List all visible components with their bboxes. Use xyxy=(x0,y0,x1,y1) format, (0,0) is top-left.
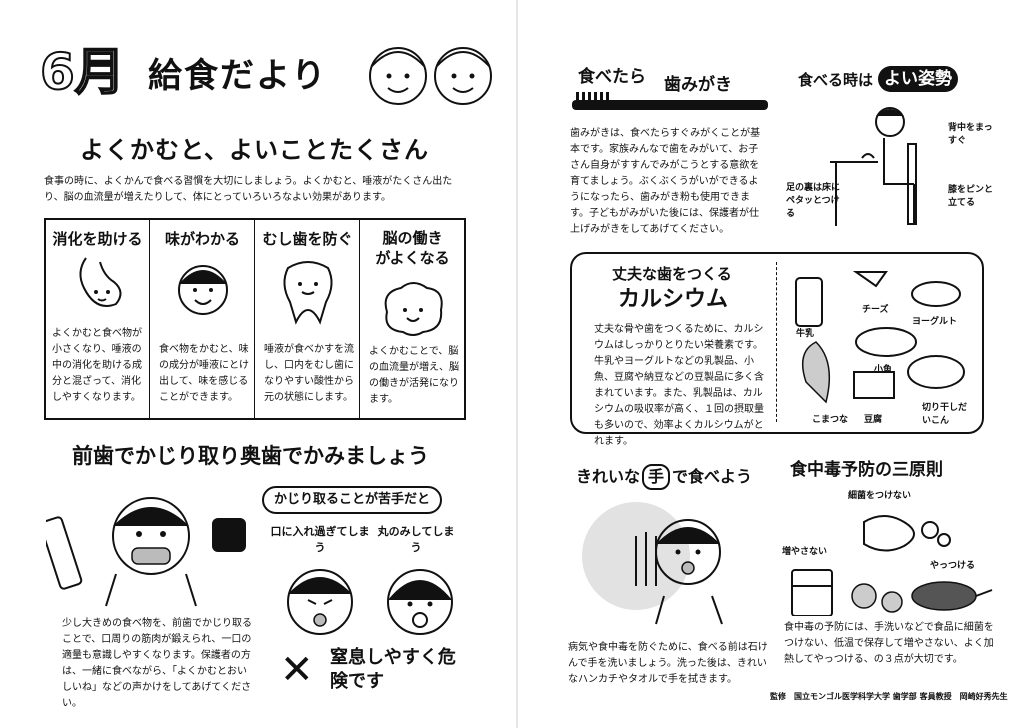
boy-showing-hands-illustration xyxy=(582,502,723,625)
food-label-komatsuna: こまつな xyxy=(812,415,849,425)
hands-text: 病気や食中毒を防ぐために、食べる前は石けんで手を洗いましょう。洗った後は、きれい… xyxy=(568,642,768,685)
warning-caption-1: 口に入れ過ぎてしまう xyxy=(270,525,370,554)
section-heading: よくかむと、よいことたくさん xyxy=(80,136,430,164)
food-label-small-fish: 小魚 xyxy=(874,365,893,375)
benefit-card: むし歯を防ぐ 唾液が食べかすを流し、口内をむし歯になりやすい酸性から元の状態にし… xyxy=(256,220,359,418)
brush-text: 歯みがきは、食べたらすぐみがくことが基本です。家族みんなで歯をみがいて、お子さん… xyxy=(570,128,761,235)
tooth-icon xyxy=(283,261,333,325)
poison-rule-3: やっつける xyxy=(930,561,976,571)
posture-heading-1: 食べる時は xyxy=(798,71,874,89)
food-label-kiriboshi: 切り干しだいこん xyxy=(922,403,968,426)
calcium-divider xyxy=(776,262,777,422)
boy-eating-corn-illustration xyxy=(46,497,246,607)
hands-heading-b: 手 xyxy=(642,464,671,490)
benefit-card: 脳の働きがよくなる よくかむことで、脳の血流量が増え、脳の働きが活発になります。 xyxy=(361,220,464,418)
newsletter-title: 給食だより xyxy=(148,56,328,96)
good-posture-illustration xyxy=(830,107,917,226)
stomach-icon xyxy=(79,257,122,307)
choking-kids-illustration xyxy=(287,569,453,635)
page-fold xyxy=(516,0,518,728)
benefit-text: 食べ物をかむと、味の成分が唾液にとけ出して、味を感じることができます。 xyxy=(159,344,249,403)
poison-rule-1: 細菌をつけない xyxy=(848,491,912,501)
section-heading: 前歯でかじり取り奥歯でかみましょう xyxy=(72,444,429,468)
calcium-box: 丈夫な歯をつくる カルシウム 丈夫な骨や歯をつくるために、カルシウムはしっかりと… xyxy=(570,252,984,447)
happy-girl-icon xyxy=(178,265,228,315)
posture-label-knee: 膝をピンと立てる xyxy=(948,185,994,208)
benefit-title: 消化を助ける xyxy=(52,230,143,248)
grid-divider xyxy=(254,220,255,418)
food-label-tofu: 豆腐 xyxy=(864,415,883,425)
posture-label-back: 背中をまっすぐ xyxy=(948,123,993,146)
benefit-text: よくかむことで、脳の血流量が増え、脳の働きが活発になります。 xyxy=(369,346,459,405)
x-mark-icon: ✕ xyxy=(280,647,314,693)
difficulty-pill: かじり取ることが苦手だと xyxy=(262,486,443,514)
poison-text: 食中毒の予防には、手洗いなどで食品に細菌をつけない、低温で保存して増やさない、よ… xyxy=(784,622,994,665)
posture-label-feet: 足の裏は床にペタッとつける xyxy=(786,183,841,219)
calcium-foods-illustration xyxy=(795,271,965,404)
benefit-text: よくかむと食べ物が小さくなり、唾液の中の消化を助ける成分と混ざって、消化しやすく… xyxy=(52,328,142,403)
grid-divider xyxy=(359,220,360,418)
chewing-benefits-grid: 消化を助ける よくかむと食べ物が小さくなり、唾液の中の消化を助ける成分と混ざって… xyxy=(44,218,466,420)
benefit-title: 味がわかる xyxy=(164,230,240,248)
kids-illustration xyxy=(369,47,492,105)
hands-heading-a: きれいな xyxy=(576,467,641,486)
benefit-card: 味がわかる 食べ物をかむと、味の成分が唾液にとけ出して、味を感じることができます… xyxy=(151,220,254,418)
brush-heading-1: 食べたら xyxy=(578,67,646,87)
benefit-title: むし歯を防ぐ xyxy=(262,230,353,248)
warning-text: 窒息しやすく危険です xyxy=(330,647,456,692)
calcium-text: 丈夫な骨や歯をつくるために、カルシウムはしっかりとりたい栄養素です。牛乳やヨーグ… xyxy=(594,324,764,447)
poison-heading: 食中毒予防の三原則 xyxy=(790,460,943,480)
benefit-text: 唾液が食べかすを流し、口内をむし歯になりやすい酸性から元の状態にします。 xyxy=(264,344,354,403)
poison-rule-2: 増やさない xyxy=(782,547,828,557)
calcium-heading-big: カルシウム xyxy=(618,287,729,312)
section-text: 少し大きめの食べ物を、前歯でかじり取ることで、口周りの筋肉が鍛えられ、一口の適量… xyxy=(62,618,252,709)
section-intro: 食事の時に、よくかんで食べる習慣を大切にしましょう。よくかむと、唾液がたくさん出… xyxy=(44,176,453,203)
brush-heading-2: 歯みがき xyxy=(664,75,732,95)
food-label-yogurt: ヨーグルト xyxy=(912,317,958,327)
benefit-title: 脳の働きがよくなる xyxy=(375,229,450,267)
hands-heading-c: で食べよう xyxy=(672,467,753,486)
calcium-heading-small: 丈夫な歯をつくる xyxy=(612,265,732,283)
brain-icon xyxy=(384,282,443,336)
supervisor-credit: 監修 国立モンゴル医学科学大学 歯学部 客員教授 岡崎好秀先生 xyxy=(770,692,1008,701)
hands-heading: きれいな手で食べよう xyxy=(576,464,752,490)
warning-caption-2: 丸のみしてしまう xyxy=(377,525,455,554)
food-safety-illustration xyxy=(791,515,993,616)
masthead: 6月 給食だより xyxy=(39,40,500,110)
food-label-cheese: チーズ xyxy=(862,305,889,315)
benefit-card: 消化を助ける よくかむと食べ物が小さくなり、唾液の中の消化を助ける成分と混ざって… xyxy=(46,220,149,418)
posture-heading-2: よい姿勢 xyxy=(878,66,958,92)
grid-divider xyxy=(149,220,150,418)
month-label: 6月 xyxy=(39,42,126,102)
food-label-milk: 牛乳 xyxy=(796,329,815,339)
toothbrush-icon xyxy=(572,92,768,110)
